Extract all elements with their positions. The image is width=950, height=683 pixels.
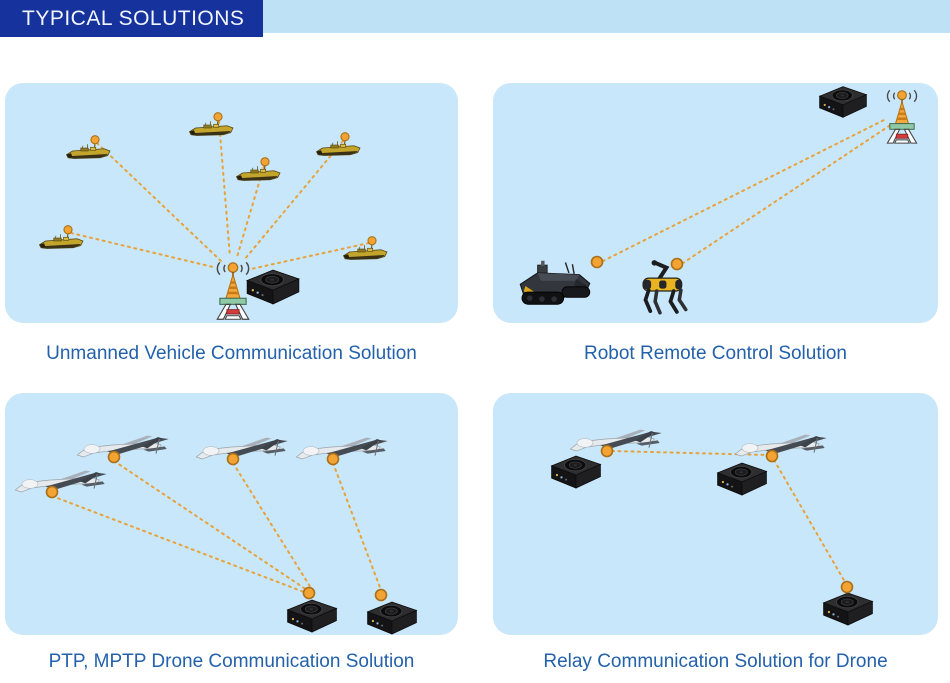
antenna-tower-icon [215, 261, 251, 321]
node-dot-icon [226, 452, 240, 466]
scene-ptp-mptp-drone [14, 435, 417, 635]
usv-boat-icon [65, 135, 111, 160]
usv-boat-icon [38, 225, 84, 250]
scene-robot-remote-control [519, 86, 918, 323]
usv-boat-icon [188, 112, 234, 137]
comm-link-line [250, 242, 370, 270]
node-dot-icon [590, 255, 604, 269]
panel-ptp-mptp-drone [5, 393, 458, 635]
fixed-wing-drone-icon [734, 434, 828, 457]
caption-ptp-mptp-drone: PTP, MPTP Drone Communication Solution [48, 651, 415, 672]
node-dot-icon [374, 588, 388, 602]
header-strip [263, 0, 950, 33]
caption-relay-drone: Relay Communication Solution for Drone [543, 651, 888, 672]
comm-link-line [70, 232, 214, 268]
comm-link-line [218, 120, 231, 258]
section-title: TYPICAL SOLUTIONS [22, 6, 245, 30]
radio-unit-icon [287, 599, 337, 633]
radio-unit-icon [823, 592, 873, 626]
comm-link-line [232, 462, 312, 589]
node-dot-icon [107, 450, 121, 464]
caption-robot-remote-control: Robot Remote Control Solution [584, 343, 847, 364]
fixed-wing-drone-icon [76, 435, 170, 458]
usv-boat-icon [235, 157, 281, 182]
radio-unit-icon [819, 86, 867, 118]
scene-relay-drone [551, 429, 873, 626]
antenna-tower-icon [886, 89, 918, 145]
tracked-robot-icon [519, 260, 591, 305]
panel-robot-remote-control [493, 83, 938, 323]
node-dot-icon [600, 444, 614, 458]
panel-unmanned-vehicle [5, 83, 458, 323]
comm-link-line [332, 462, 382, 591]
comm-link-line [51, 495, 305, 593]
radio-unit-icon [246, 269, 300, 305]
caption-unmanned-vehicle: Unmanned Vehicle Communication Solution [46, 343, 417, 364]
node-dot-icon [670, 257, 684, 271]
comm-link-line [773, 459, 846, 583]
panel-relay-drone [493, 393, 938, 635]
node-dot-icon [45, 485, 59, 499]
comm-link-line [596, 118, 887, 265]
node-dot-icon [326, 452, 340, 466]
comm-link-line [236, 165, 265, 258]
section-title-banner: TYPICAL SOLUTIONS [0, 0, 263, 37]
node-dot-icon [302, 586, 316, 600]
comm-link-line [113, 460, 308, 591]
node-dot-icon [840, 580, 854, 594]
radio-unit-icon [551, 455, 601, 489]
fixed-wing-drone-icon [295, 437, 389, 460]
radio-unit-icon [717, 462, 767, 496]
comm-link-line [676, 125, 890, 268]
scene-unmanned-vehicle [38, 112, 388, 321]
comm-link-line [96, 142, 222, 262]
comm-link-line [243, 140, 344, 261]
fixed-wing-drone-icon [569, 429, 663, 452]
fixed-wing-drone-icon [195, 437, 289, 460]
fixed-wing-drone-icon [14, 470, 108, 493]
node-dot-icon [765, 449, 779, 463]
usv-boat-icon [315, 132, 361, 157]
radio-unit-icon [367, 601, 417, 635]
